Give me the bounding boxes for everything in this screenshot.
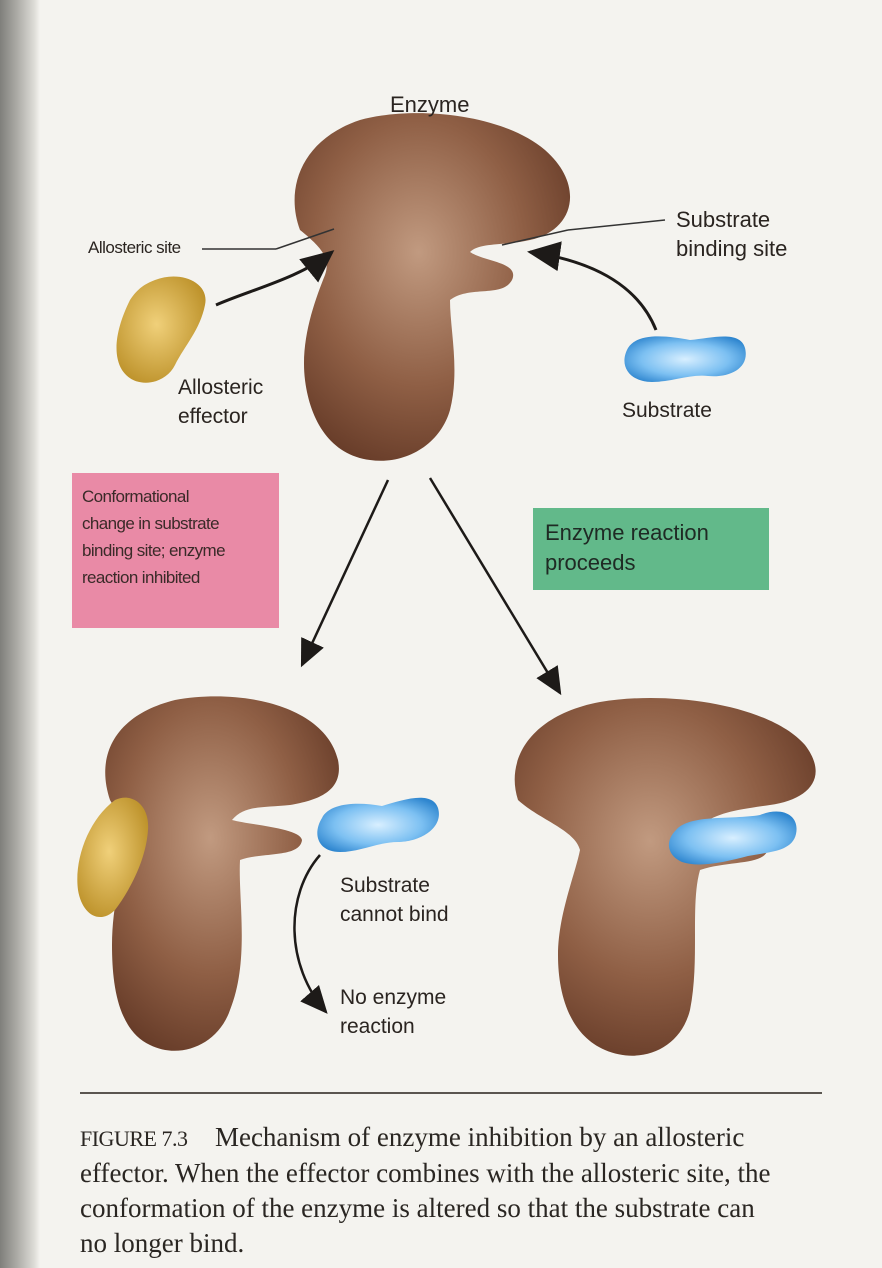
substrate-binding-site-label-line1: Substrate <box>676 207 770 233</box>
allosteric-effector-label-line1: Allosteric <box>178 375 263 400</box>
figure-number: FIGURE 7.3 <box>80 1126 187 1151</box>
allosteric-effector-label-line2: effector <box>178 404 248 429</box>
substrate-cannot-bind-label-line2: cannot bind <box>340 902 449 927</box>
caption-divider <box>80 1092 822 1094</box>
enzyme-top-shape <box>295 113 570 461</box>
inhibition-note-line: Conformational <box>82 487 189 507</box>
no-enzyme-reaction-label-line1: No enzyme <box>340 985 446 1010</box>
reaction-proceeds-box: Enzyme reaction proceeds <box>533 508 769 590</box>
inhibition-note-line: reaction inhibited <box>82 568 200 588</box>
substrate-shape <box>624 336 745 382</box>
substrate-unbound-shape <box>317 798 439 852</box>
allosteric-effector-shape <box>117 276 206 382</box>
inhibition-note-line: change in substrate <box>82 514 219 534</box>
substrate-label: Substrate <box>622 398 712 423</box>
substrate-binding-site-label-line2: binding site <box>676 236 787 262</box>
reaction-proceeds-line: Enzyme reaction <box>545 520 709 546</box>
substrate-cannot-bind-label-line1: Substrate <box>340 873 430 898</box>
enzyme-label: Enzyme <box>390 92 469 118</box>
inhibition-note-box: Conformational change in substrate bindi… <box>72 473 279 628</box>
no-enzyme-reaction-label-line2: reaction <box>340 1014 415 1039</box>
enzyme-inhibited-shape <box>105 696 339 1050</box>
enzyme-active-shape <box>515 698 816 1056</box>
figure-caption: FIGURE 7.3 Mechanism of enzyme inhibitio… <box>80 1120 780 1261</box>
inhibition-note-line: binding site; enzyme <box>82 541 225 561</box>
reaction-proceeds-line: proceeds <box>545 550 636 576</box>
allosteric-site-label: Allosteric site <box>88 238 181 258</box>
